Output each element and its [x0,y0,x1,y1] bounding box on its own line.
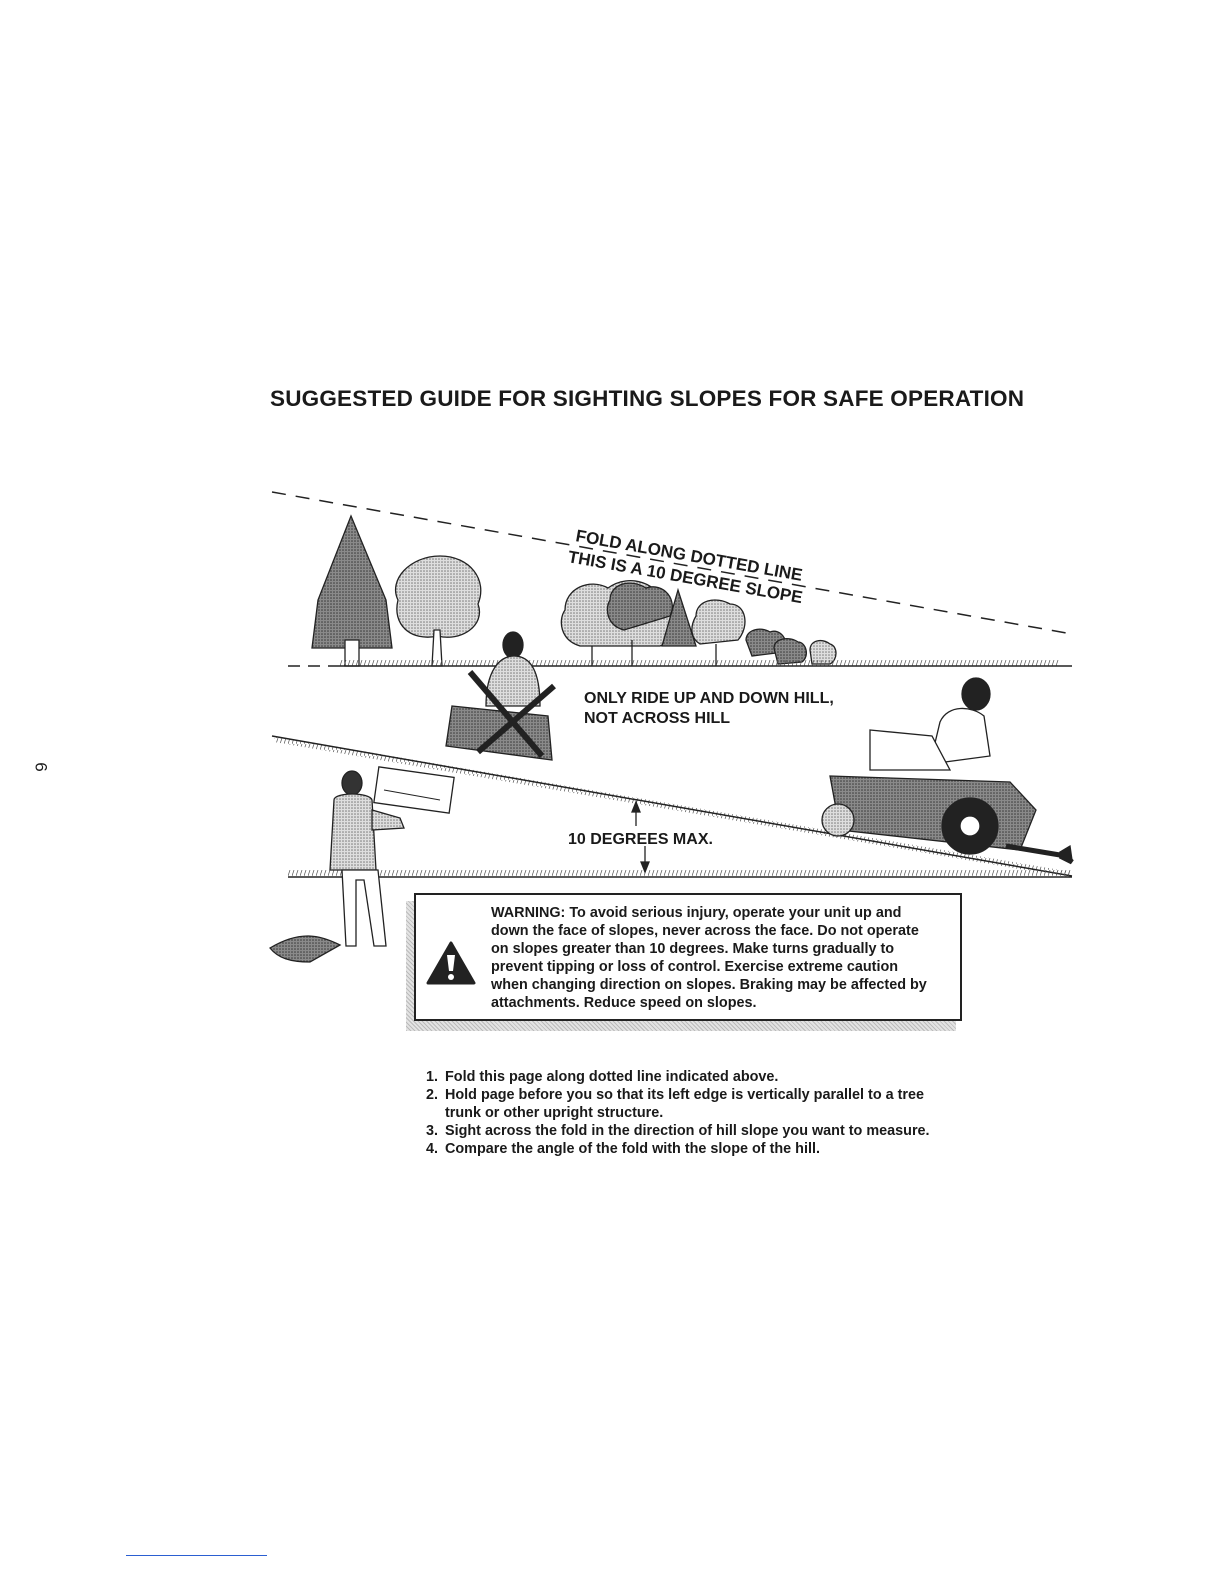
max-slope-arrows [631,800,650,874]
round-tree [394,555,482,638]
instruction-steps: 1.Fold this page along dotted line indic… [426,1068,986,1158]
mower-up-hill [821,677,1074,865]
warning-box: WARNING: To avoid serious injury, operat… [414,893,962,1021]
slope-line [271,735,1073,877]
warning-line: on slopes greater than 10 degrees. Make … [491,941,895,957]
person-sighting [269,766,455,963]
warning-line: WARNING: To avoid serious injury, operat… [491,905,902,921]
max-slope-label: 10 DEGREES MAX. [568,831,713,848]
step-item: 3.Sight across the fold in the direction… [426,1123,930,1139]
step-item: 2.Hold page before you so that its left … [426,1087,925,1103]
page-title: SUGGESTED GUIDE FOR SIGHTING SLOPES FOR … [270,386,1025,411]
pine-tree [311,514,393,649]
ride-instruction-line1: ONLY RIDE UP AND DOWN HILL, [584,690,834,707]
ride-instruction-line2: NOT ACROSS HILL [584,710,730,727]
step-item: trunk or other upright structure. [445,1105,664,1121]
warning-line: prevent tipping or loss of control. Exer… [491,959,899,975]
warning-line: attachments. Reduce speed on slopes. [491,995,757,1011]
step-item: 4.Compare the angle of the fold with the… [426,1141,820,1157]
tree-group [311,514,837,667]
warning-line: when changing direction on slopes. Braki… [491,977,927,993]
footer-rule [126,1555,267,1556]
warning-text: WARNING: To avoid serious injury, operat… [491,904,961,1012]
warning-triangle-icon [426,941,476,985]
tractor-across-hill [445,631,556,761]
step-item: 1.Fold this page along dotted line indic… [426,1069,779,1085]
warning-line: down the face of slopes, never across th… [491,923,919,939]
fold-dotted-line [271,491,1073,635]
